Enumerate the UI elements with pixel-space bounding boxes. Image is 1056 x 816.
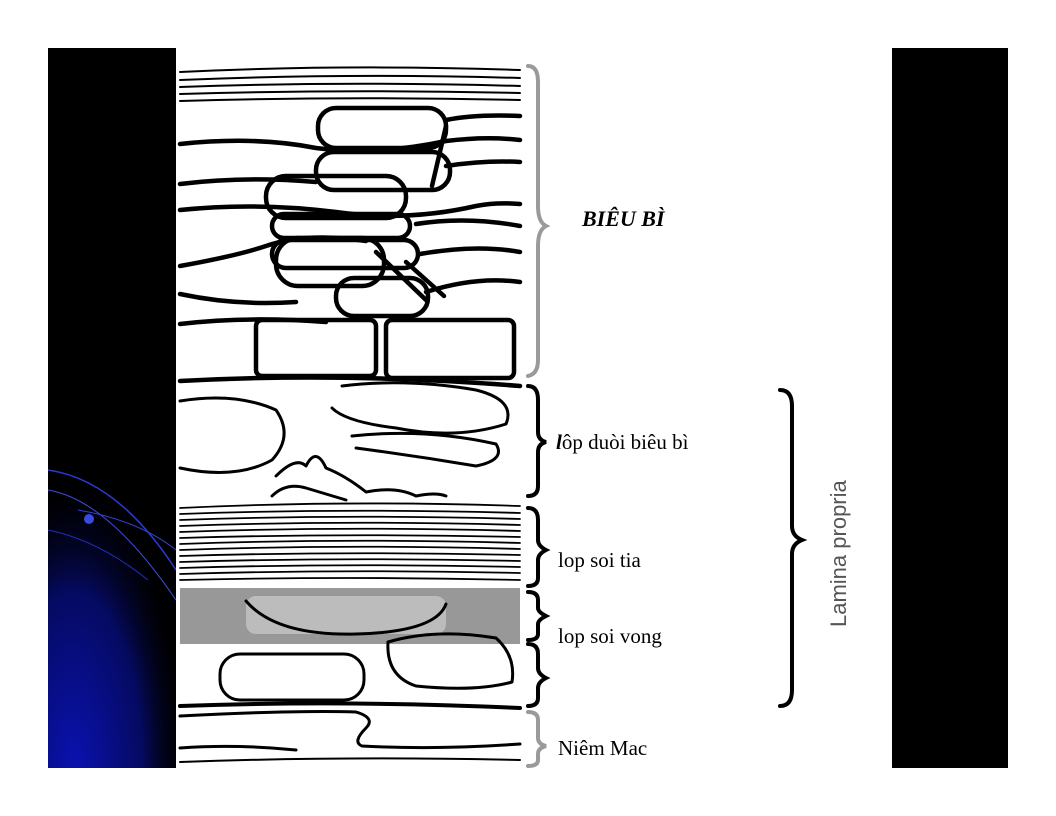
elastic-fiber-lines [180, 503, 520, 580]
label-niem-mac: Niêm Mac [558, 736, 647, 761]
label-lamina-propria: Lamina propria [826, 480, 852, 627]
soi-vong-bracket [528, 592, 546, 640]
soi-tia-bracket [528, 508, 546, 586]
duoi-bieu-bi-bracket [528, 386, 546, 496]
epithelium-surface-lines [180, 67, 520, 101]
swirl-dot-icon [84, 514, 94, 524]
label-lop-soi-tia: lop soi tia [558, 548, 641, 573]
lower-lamina-bracket [528, 644, 546, 706]
right-dark-panel [892, 48, 1008, 768]
bieu-bi-bracket [528, 66, 546, 376]
lower-lamina-cells [180, 634, 520, 762]
label-duoi-rest: ôp duòi biêu bì [562, 430, 689, 454]
lamina-propria-bracket [780, 390, 802, 706]
brackets-overlay [520, 56, 820, 768]
label-lop-duoi-bieu-bi: lôp duòi biêu bì [556, 430, 688, 455]
tissue-layers-illustration [176, 56, 528, 768]
epithelium-cells [180, 108, 520, 386]
label-bieu-bi: BIÊU BÌ [582, 206, 665, 232]
blue-swirl-decoration [48, 440, 176, 768]
niem-mac-bracket [528, 712, 546, 766]
label-lop-soi-vong: lop soi vong [558, 624, 662, 649]
subepithelial-cells [180, 383, 508, 500]
